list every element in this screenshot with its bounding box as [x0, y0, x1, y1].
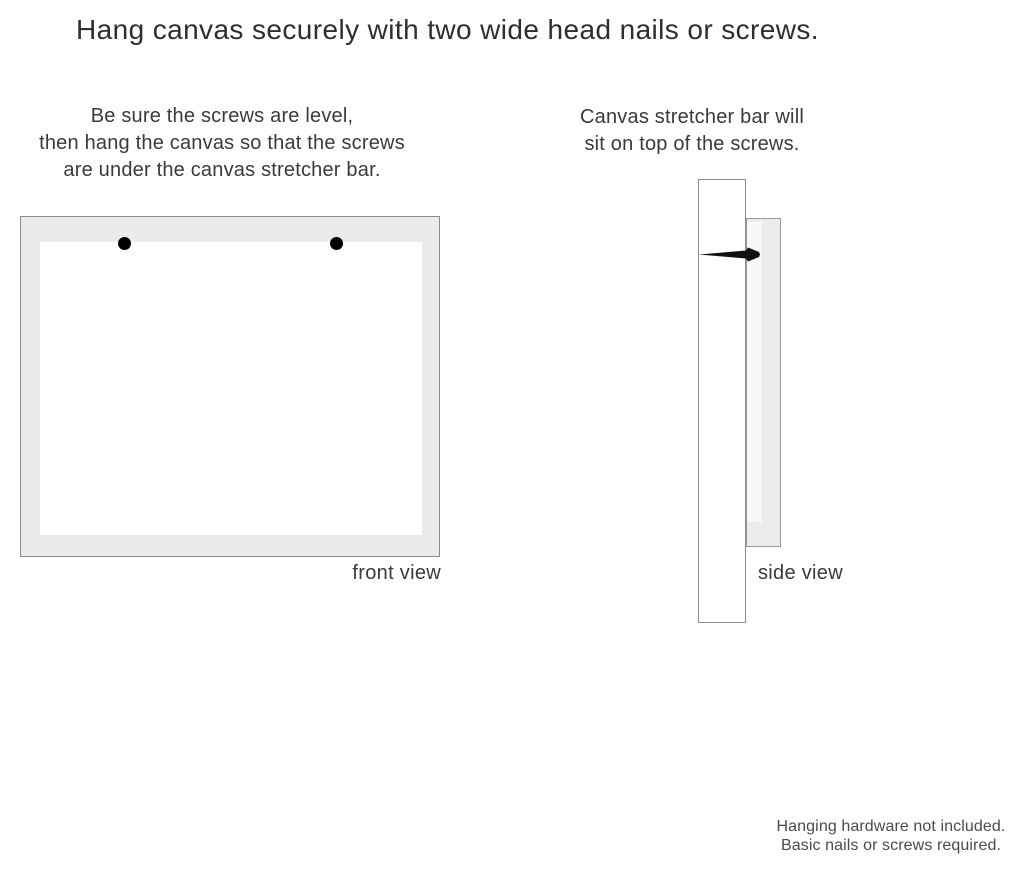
left-nail-head-icon [118, 237, 131, 250]
footnote: Hanging hardware not included. Basic nai… [741, 817, 1024, 855]
canvas-front-face [40, 242, 422, 535]
instruction-line: are under the canvas stretcher bar. [63, 159, 381, 181]
front-view-diagram [20, 216, 440, 557]
instruction-line: Be sure the screws are level, [90, 105, 354, 127]
instruction-line: then hang the canvas so that the screws [39, 132, 405, 154]
side-view-instructions: Canvas stretcher bar will sit on top of … [542, 104, 842, 158]
footnote-line: Basic nails or screws required. [780, 837, 1002, 854]
canvas-side-profile [746, 218, 781, 547]
right-nail-head-icon [330, 237, 343, 250]
canvas-side-inner-face [747, 222, 762, 522]
front-view-instructions: Be sure the screws are level, then hang … [22, 103, 422, 184]
instruction-line: sit on top of the screws. [584, 133, 800, 155]
side-view-label: side view [758, 562, 843, 584]
page-title: Hang canvas securely with two wide head … [76, 14, 819, 45]
instruction-line: Canvas stretcher bar will [580, 106, 804, 128]
footnote-line: Hanging hardware not included. [776, 818, 1006, 835]
nail-side-icon [699, 247, 760, 262]
front-view-label: front view [352, 562, 441, 584]
nail-shape [699, 247, 760, 262]
